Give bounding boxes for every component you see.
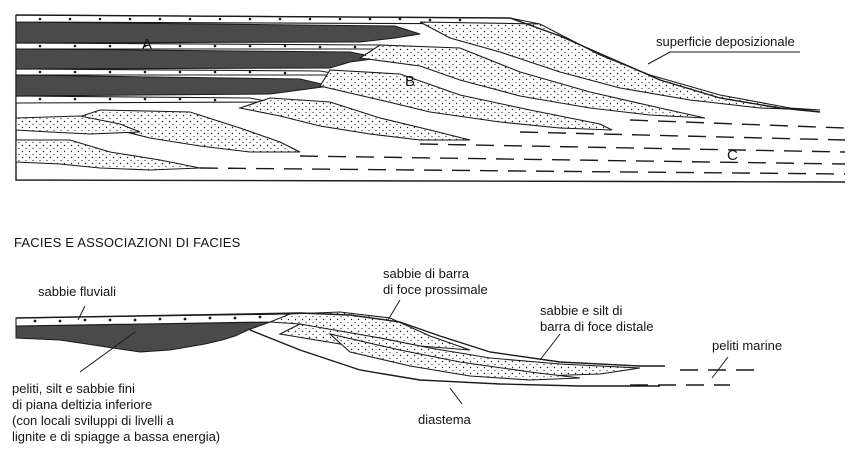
label-diastem: diastema <box>418 412 472 427</box>
section-title: FACIES E ASSOCIAZIONI DI FACIES <box>14 235 241 250</box>
label-c: C <box>727 147 738 164</box>
label-delta-plain-4: lignite e di spiagge a bassa energia) <box>12 429 220 444</box>
label-distal-bar-2: barra di foce distale <box>540 319 653 334</box>
surface-leader-line <box>648 52 800 64</box>
label-fluvial-sands: sabbie fluviali <box>38 284 116 299</box>
label-delta-plain-2: di piana deltizia inferiore <box>12 397 152 412</box>
label-depositional-surface: superficie deposizionale <box>656 34 795 49</box>
label-marine-pelites: peliti marine <box>712 338 782 353</box>
label-delta-plain-3: (con locali sviluppi di livelli a <box>12 413 175 428</box>
lower-cross-section: sabbie fluviali sabbie di barra di foce … <box>12 266 782 444</box>
label-proximal-bar-1: sabbie di barra <box>383 266 470 281</box>
upper-marine-dashes <box>200 120 845 174</box>
upper-cross-section: A B C superficie deposizionale <box>16 15 845 182</box>
label-b: B <box>405 73 415 90</box>
delta-plain-facies <box>16 322 270 352</box>
label-delta-plain-1: peliti, silt e sabbie fini <box>12 381 135 396</box>
lower-marine-dashes <box>630 370 760 385</box>
label-a: A <box>142 36 152 53</box>
label-distal-bar-1: sabbie e silt di <box>540 303 622 318</box>
label-proximal-bar-2: di foce prossimale <box>383 282 488 297</box>
